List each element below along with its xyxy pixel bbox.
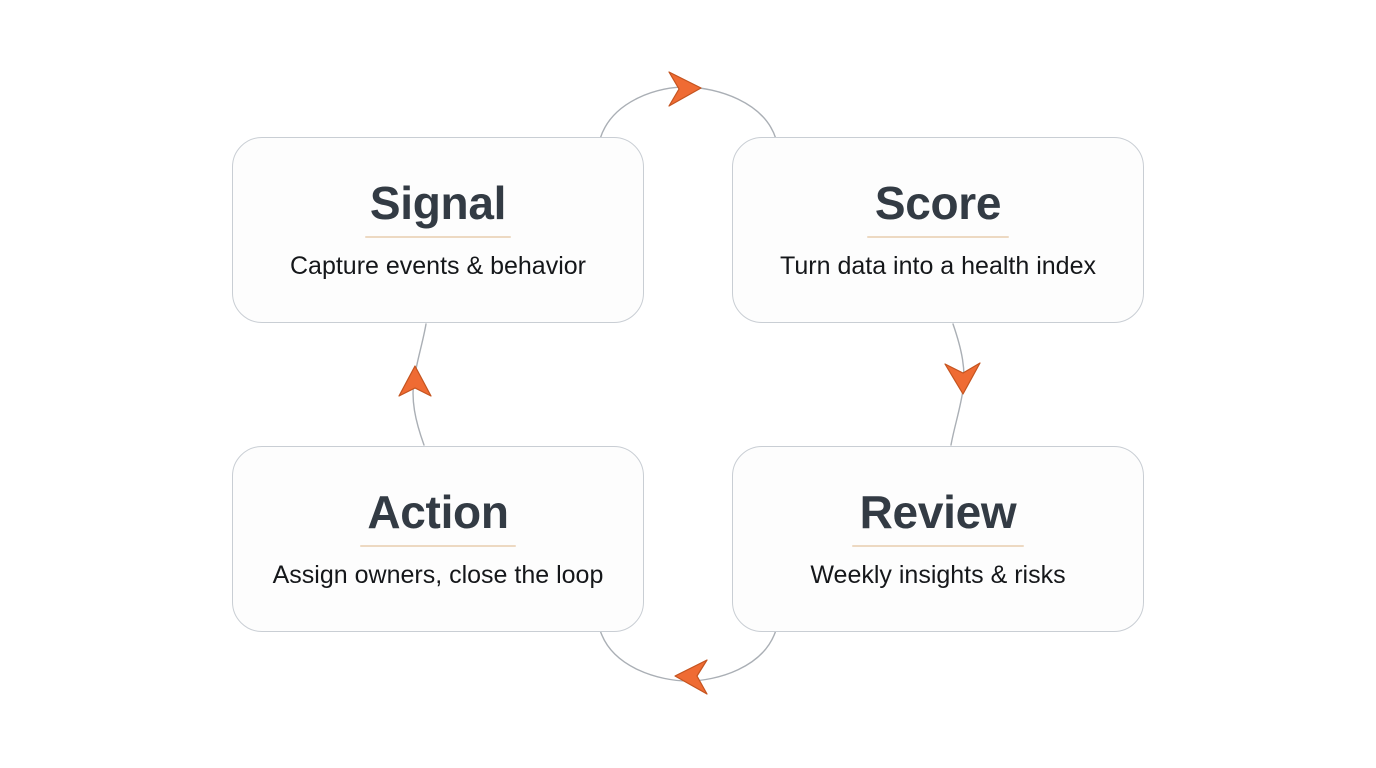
cycle-node-score-underline bbox=[867, 236, 1009, 239]
cycle-node-review-underline bbox=[852, 545, 1024, 548]
arrow-left-icon bbox=[674, 659, 708, 695]
cycle-node-review-title: Review bbox=[859, 485, 1017, 538]
cycle-node-review[interactable]: Review Weekly insights & risks bbox=[732, 446, 1144, 632]
cycle-node-signal-underline bbox=[365, 236, 511, 239]
cycle-node-action-subtitle: Assign owners, close the loop bbox=[272, 561, 604, 590]
cycle-node-score[interactable]: Score Turn data into a health index bbox=[732, 137, 1144, 323]
cycle-node-action-title: Action bbox=[367, 485, 509, 538]
cycle-node-score-title: Score bbox=[874, 176, 1002, 229]
cycle-node-action-underline bbox=[360, 545, 516, 548]
cycle-node-signal-title: Signal bbox=[369, 176, 507, 229]
cycle-node-action[interactable]: Action Assign owners, close the loop bbox=[232, 446, 644, 632]
cycle-node-signal[interactable]: Signal Capture events & behavior bbox=[232, 137, 644, 323]
cycle-node-score-subtitle: Turn data into a health index bbox=[780, 252, 1096, 281]
cycle-node-review-subtitle: Weekly insights & risks bbox=[810, 561, 1066, 590]
cycle-node-signal-subtitle: Capture events & behavior bbox=[289, 252, 586, 281]
arrow-down-icon bbox=[944, 362, 981, 395]
arrow-up-icon bbox=[398, 365, 432, 397]
arrow-right-icon bbox=[668, 71, 702, 107]
